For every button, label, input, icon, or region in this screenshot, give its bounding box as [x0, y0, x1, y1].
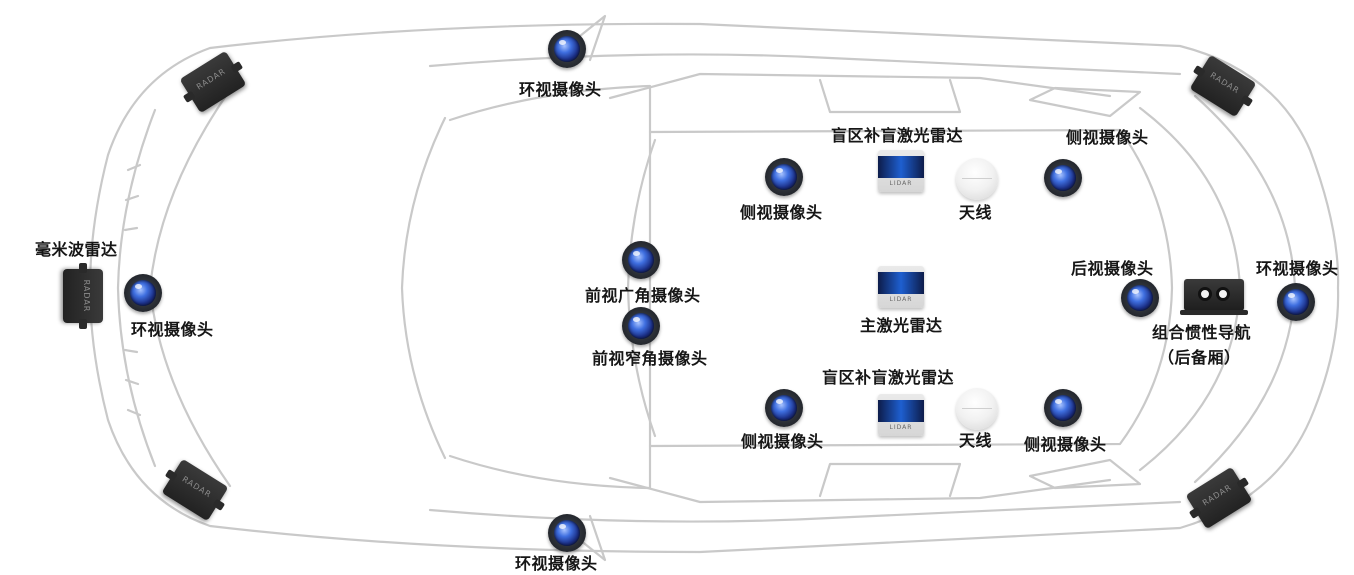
- label-side-camera-bottom-left: 侧视摄像头: [741, 432, 824, 451]
- side-camera-bottom-left-icon: [765, 389, 803, 427]
- lidar-text: LIDAR: [889, 424, 913, 431]
- label-side-camera-bottom-right: 侧视摄像头: [1024, 435, 1107, 454]
- blind-lidar-top-icon: LIDAR: [878, 150, 924, 192]
- label-imu-line1: 组合惯性导航: [1152, 323, 1252, 342]
- lidar-text: LIDAR: [889, 296, 913, 303]
- label-front-narrow-camera: 前视窄角摄像头: [592, 349, 708, 368]
- antenna-top-icon: [956, 158, 998, 200]
- side-camera-bottom-right-icon: [1044, 389, 1082, 427]
- label-antenna-top: 天线: [959, 203, 993, 222]
- label-side-camera-top-left: 侧视摄像头: [740, 203, 823, 222]
- blind-lidar-bottom-icon: LIDAR: [878, 394, 924, 436]
- front-wide-camera-icon: [622, 241, 660, 279]
- surround-camera-top-icon: [548, 30, 586, 68]
- surround-camera-rear-icon: [1277, 283, 1315, 321]
- label-antenna-bottom: 天线: [959, 431, 993, 450]
- label-mmwave-radar: 毫米波雷达: [35, 240, 118, 259]
- front-narrow-camera-icon: [622, 307, 660, 345]
- label-blind-lidar-top: 盲区补盲激光雷达: [831, 126, 964, 145]
- antenna-bottom-icon: [956, 388, 998, 430]
- label-main-lidar: 主激光雷达: [860, 316, 943, 335]
- label-imu-line2: （后备厢）: [1158, 348, 1241, 367]
- radar-label: RADAR: [82, 279, 91, 313]
- main-lidar-icon: LIDAR: [878, 266, 924, 308]
- surround-camera-bottom-icon: [548, 514, 586, 552]
- label-surround-camera-rear: 环视摄像头: [1256, 259, 1339, 278]
- side-camera-top-left-icon: [765, 158, 803, 196]
- mmwave-radar-front: RADAR: [63, 269, 103, 323]
- label-surround-camera-top: 环视摄像头: [519, 80, 602, 99]
- label-surround-camera-bottom: 环视摄像头: [515, 554, 598, 573]
- label-blind-lidar-bottom: 盲区补盲激光雷达: [822, 368, 955, 387]
- surround-camera-front-icon: [124, 274, 162, 312]
- label-front-wide-camera: 前视广角摄像头: [585, 286, 701, 305]
- label-rear-camera: 后视摄像头: [1071, 259, 1154, 278]
- label-side-camera-top-right: 侧视摄像头: [1066, 128, 1149, 147]
- rear-camera-icon: [1121, 279, 1159, 317]
- imu-icon: [1180, 279, 1248, 315]
- label-surround-camera-front: 环视摄像头: [131, 320, 214, 339]
- lidar-text: LIDAR: [889, 180, 913, 187]
- side-camera-top-right-icon: [1044, 159, 1082, 197]
